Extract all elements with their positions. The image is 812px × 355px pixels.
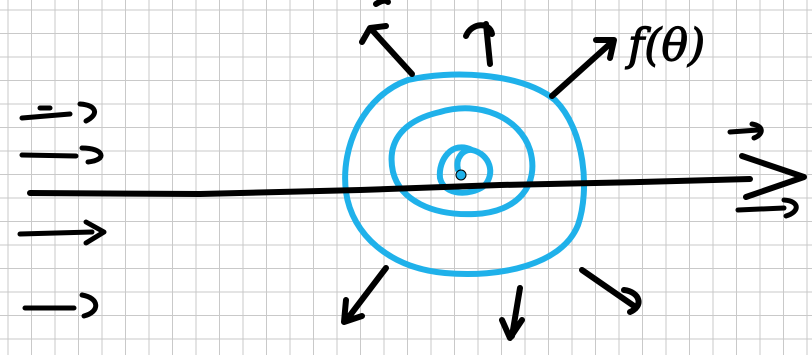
scatter-arrow-lower-left — [344, 268, 386, 322]
scatter-arrow-upper-left — [362, 1, 412, 74]
scatter-arrow-lower-right — [582, 270, 639, 312]
scatter-arrow-up — [466, 24, 492, 64]
incident-axis — [30, 156, 804, 197]
scattering-center — [456, 170, 466, 180]
transmitted-arrow-top — [730, 124, 761, 138]
incident-arrow-2 — [22, 148, 101, 162]
incident-arrow-3 — [20, 222, 104, 243]
incident-arrow-1 — [22, 104, 95, 121]
incident-arrow-4 — [25, 295, 96, 316]
scatter-arrow-down — [502, 288, 522, 338]
scattering-amplitude-label: f(θ) — [625, 20, 705, 71]
scatter-arrow-upper-right — [552, 40, 614, 96]
transmitted-arrow-bottom — [738, 200, 796, 216]
incident-wave-arrows — [20, 104, 104, 316]
